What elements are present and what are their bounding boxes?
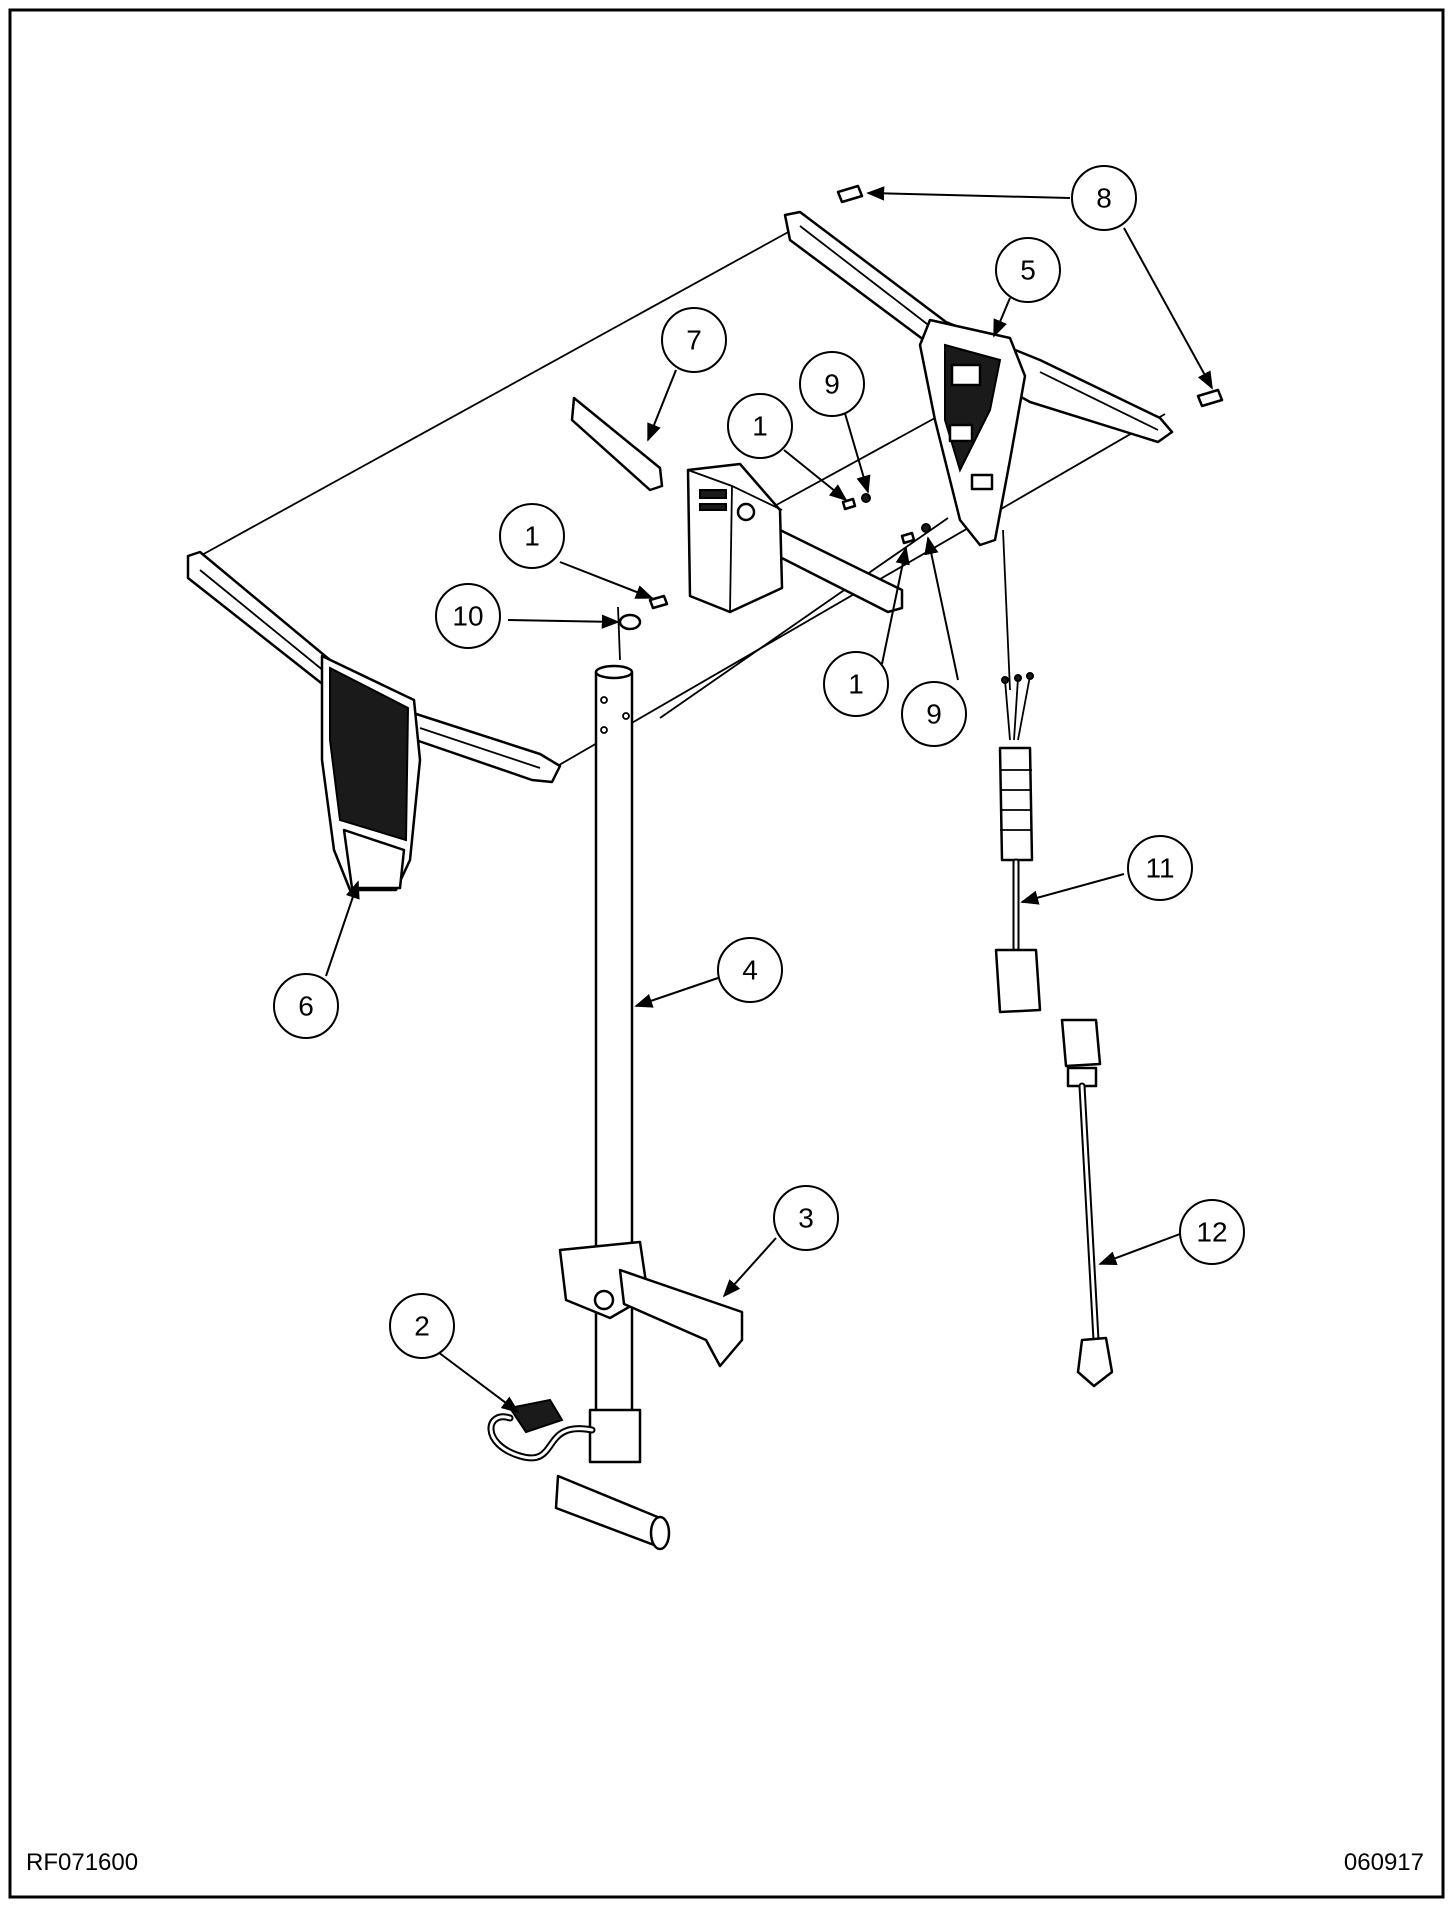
callout-11: 11 — [1127, 835, 1193, 901]
callout-12: 12 — [1179, 1199, 1245, 1265]
svg-text:7: 7 — [686, 325, 702, 356]
callout-7: 7 — [661, 307, 727, 373]
callout-8-top: 8 — [1071, 165, 1137, 231]
part-11-wiring-harness — [994, 672, 1042, 1014]
callout-1-upper: 1 — [727, 393, 793, 459]
callout-4: 4 — [717, 937, 783, 1003]
svg-text:12: 12 — [1196, 1217, 1227, 1248]
callout-5: 5 — [995, 237, 1061, 303]
svg-text:9: 9 — [824, 369, 840, 400]
part-3-accessory-hook — [558, 1240, 744, 1368]
leader-lines — [325, 186, 1213, 1414]
part-6-front-handlebar — [186, 550, 562, 892]
svg-text:1: 1 — [524, 521, 540, 552]
svg-text:3: 3 — [798, 1203, 814, 1234]
callout-6: 6 — [273, 973, 339, 1039]
drawing-code-left: RF071600 — [26, 1849, 138, 1876]
callout-8-right: 8 — [0, 0, 8, 16]
column-base — [554, 1408, 671, 1551]
svg-text:2: 2 — [414, 1311, 430, 1342]
callout-9-lower: 9 — [901, 681, 967, 747]
svg-text:5: 5 — [1020, 255, 1036, 286]
drawing-code-right: 060917 — [1344, 1849, 1424, 1876]
part-7-control-box — [570, 396, 904, 614]
part-12-power-cord — [1060, 1018, 1114, 1388]
svg-text:9: 9 — [926, 699, 942, 730]
fasteners — [618, 184, 1224, 631]
callout-2: 2 — [389, 1293, 455, 1359]
callout-9-upper: 9 — [799, 351, 865, 417]
svg-text:11: 11 — [1145, 853, 1174, 884]
svg-text:4: 4 — [742, 955, 758, 986]
callout-1-lower: 1 — [823, 651, 889, 717]
svg-text:10: 10 — [452, 601, 483, 632]
svg-text:1: 1 — [752, 411, 768, 442]
svg-text:8: 8 — [1096, 183, 1112, 214]
svg-text:1: 1 — [848, 669, 864, 700]
callout-1-left: 1 — [499, 503, 565, 569]
svg-text:6: 6 — [298, 991, 314, 1022]
part-5-rear-handlebar — [783, 210, 1174, 547]
callout-3: 3 — [773, 1185, 839, 1251]
callout-10: 10 — [435, 583, 501, 649]
part-2-base-cable — [487, 1398, 596, 1462]
drawing-border — [8, 8, 1445, 1899]
